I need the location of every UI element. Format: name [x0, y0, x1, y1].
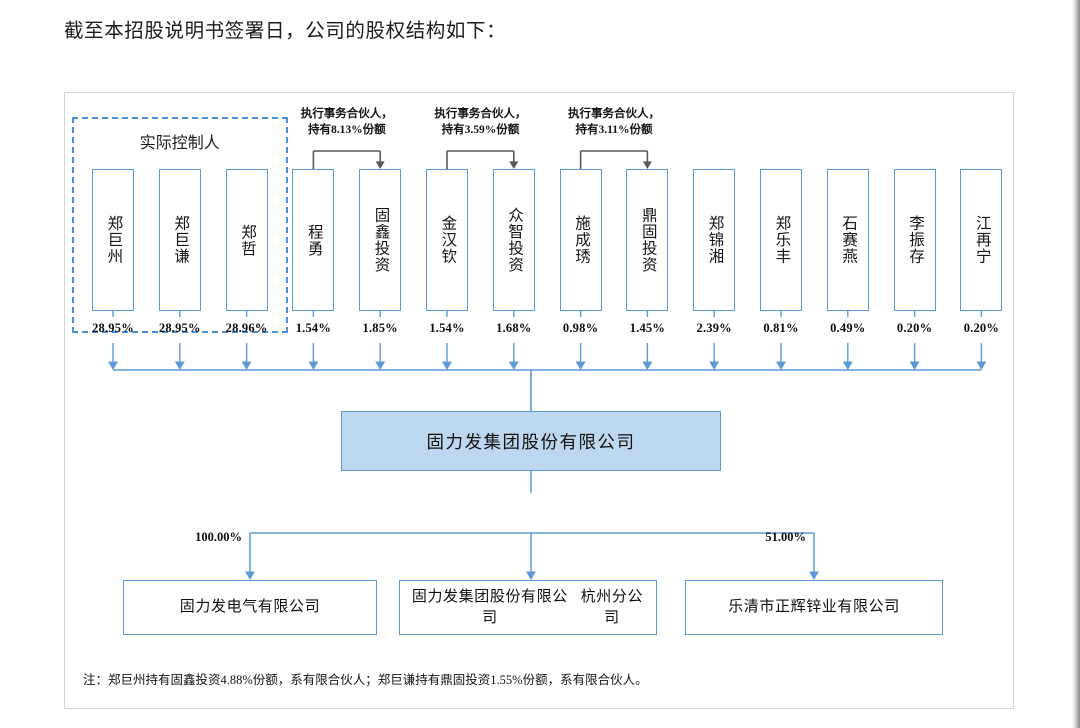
shareholder-box[interactable]: 郑哲 [225, 169, 268, 311]
page-title: 截至本招股说明书签署日，公司的股权结构如下： [64, 21, 507, 42]
shareholder-percent: 0.20% [896, 321, 933, 335]
shareholder-percent: 1.45% [629, 321, 666, 335]
page-edge-shadow [1072, 0, 1080, 728]
shareholder-box[interactable]: 郑巨州 [92, 169, 134, 311]
shareholder-percentages: 28.95% 28.95% 28.96% 1.54% 1.85% 1.54% 1.68% 0.… [65, 93, 1013, 708]
subsidiary-box[interactable]: 乐清市正辉锌业有限公司 [685, 580, 943, 635]
subsidiary-name-line: 固力发电气有限公司 [179, 599, 321, 616]
subsidiary-box[interactable]: 固力发集团股份有限公司杭州分公司 [399, 580, 657, 635]
annotation-line-2: 持有3.11%份额 [575, 123, 653, 136]
annotation-line-1: 执行事务合伙人， [434, 108, 527, 120]
shareholder-name: 郑哲 [238, 223, 256, 257]
shareholder-name: 李振存 [906, 215, 924, 265]
shareholder-box[interactable]: 众智投资 [492, 169, 535, 311]
subsidiary-name-line: 固力发集团股份有限公司 [411, 589, 568, 626]
shareholder-box[interactable]: 李振存 [893, 169, 936, 311]
shareholder-name: 施成琇 [572, 215, 590, 265]
shareholder-percent: 28.95% [158, 321, 201, 335]
shareholder-percent: 0.81% [763, 321, 799, 335]
shareholder-name: 鼎固投资 [639, 207, 657, 273]
footnote: 注：郑巨州持有固鑫投资4.88%份额，系有限合伙人；郑巨谦持有鼎固投资1.55%… [83, 673, 648, 687]
subsidiary-name-line: 乐清市正辉锌业有限公司 [728, 599, 900, 616]
subsidiary-percent: 51.00% [765, 530, 806, 544]
shareholder-box[interactable]: 施成琇 [559, 169, 602, 311]
shareholder-name: 郑锦湘 [706, 215, 724, 265]
actual-controller-label: 实际控制人 [139, 135, 220, 152]
shareholder-boxes: 郑巨州 郑巨谦 郑哲 程勇 固鑫投资 金汉钦 众智投资 施成琇 鼎固投资 郑锦湘 郑乐丰 石赛燕 李振存… [65, 93, 1013, 708]
shareholder-name: 江再宁 [973, 215, 991, 265]
shareholder-percent: 0.49% [830, 321, 866, 335]
shareholder-box[interactable]: 江再宁 [960, 169, 1003, 311]
shareholder-box[interactable]: 石赛燕 [826, 169, 869, 311]
shareholder-percent: 2.39% [696, 321, 732, 335]
partner-annotation: 执行事务合伙人， 持有3.11%份额 [544, 107, 684, 138]
annotation-line-1: 执行事务合伙人， [568, 108, 660, 120]
shareholder-box[interactable]: 郑锦湘 [693, 169, 736, 311]
shareholder-percent: 0.20% [963, 321, 1000, 335]
shareholder-name: 金汉钦 [439, 215, 457, 265]
shareholder-percent: 28.95% [92, 321, 134, 335]
shareholder-box[interactable]: 郑巨谦 [158, 169, 201, 311]
partner-annotation: 执行事务合伙人， 持有3.59%份额 [410, 107, 550, 138]
ownership-diagram-frame: 实际控制人 执行事务合伙人，持有8.13%份额执行事务合伙人，持有3.59%份额… [64, 92, 1014, 709]
company-main-box[interactable]: 固力发集团股份有限公司 [341, 411, 721, 471]
subsidiary-name-line: 杭州分公司 [580, 589, 644, 626]
shareholder-box[interactable]: 鼎固投资 [626, 169, 669, 311]
shareholder-name: 众智投资 [506, 207, 524, 273]
shareholder-box[interactable]: 程勇 [292, 169, 335, 311]
shareholder-name: 石赛燕 [840, 215, 858, 265]
partner-annotations: 执行事务合伙人，持有8.13%份额执行事务合伙人，持有3.59%份额执行事务合伙… [65, 93, 1013, 708]
shareholder-percent: 1.54% [429, 321, 465, 335]
partner-annotation: 执行事务合伙人， 持有8.13%份额 [277, 107, 417, 138]
subsidiary-box[interactable]: 固力发电气有限公司 [123, 580, 377, 635]
shareholder-name: 郑巨州 [105, 215, 123, 265]
shareholder-percent: 0.98% [562, 321, 599, 335]
shareholder-percent: 28.96% [225, 321, 268, 335]
actual-controller-group [72, 117, 288, 333]
shareholder-name: 程勇 [305, 223, 323, 257]
connector-wires [108, 150, 987, 580]
shareholder-name: 郑巨谦 [172, 215, 190, 265]
shareholder-name: 郑乐丰 [773, 215, 791, 265]
shareholder-name: 固鑫投资 [372, 207, 390, 273]
annotation-line-1: 执行事务合伙人， [300, 108, 393, 120]
shareholder-percent: 1.68% [496, 321, 532, 335]
subsidiary-percent: 100.00% [195, 530, 242, 544]
shareholder-box[interactable]: 郑乐丰 [760, 169, 802, 311]
shareholder-percent: 1.85% [362, 321, 398, 335]
annotation-line-2: 持有3.59%份额 [441, 123, 520, 136]
annotation-line-2: 持有8.13%份额 [307, 123, 386, 136]
shareholder-box[interactable]: 金汉钦 [426, 169, 468, 311]
shareholder-box[interactable]: 固鑫投资 [359, 169, 402, 311]
shareholder-percent: 1.54% [295, 321, 332, 335]
